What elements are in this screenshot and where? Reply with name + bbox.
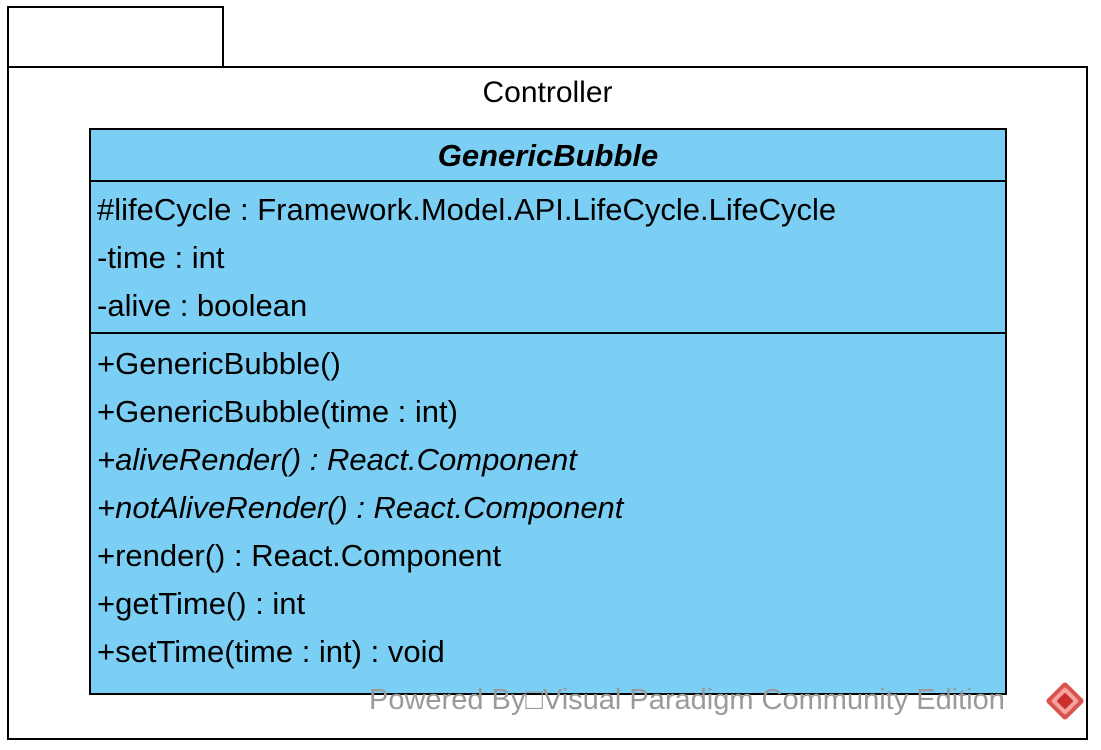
attribute-item[interactable]: -alive : boolean	[97, 288, 308, 323]
package-name: Controller	[482, 76, 613, 109]
watermark-text: Powered By□Visual Paradigm Community Edi…	[369, 684, 1005, 716]
operation-item[interactable]: +aliveRender() : React.Component	[97, 442, 577, 477]
operation-item[interactable]: +notAliveRender() : React.Component	[97, 490, 624, 525]
attribute-item[interactable]: #lifeCycle : Framework.Model.API.LifeCyc…	[97, 192, 837, 227]
visual-paradigm-logo-icon	[1046, 682, 1084, 720]
operation-item[interactable]: +render() : React.Component	[97, 538, 502, 573]
operation-item[interactable]: +setTime(time : int) : void	[97, 634, 445, 669]
operation-item[interactable]: +GenericBubble()	[97, 346, 341, 381]
operation-item[interactable]: +getTime() : int	[97, 586, 306, 621]
attributes-compartment: #lifeCycle : Framework.Model.API.LifeCyc…	[91, 182, 1005, 334]
operations-compartment: +GenericBubble() +GenericBubble(time : i…	[91, 334, 1005, 676]
operation-item[interactable]: +GenericBubble(time : int)	[97, 394, 458, 429]
package-tab[interactable]	[7, 6, 224, 68]
class-generic-bubble[interactable]: GenericBubble #lifeCycle : Framework.Mod…	[89, 128, 1007, 695]
attribute-item[interactable]: -time : int	[97, 240, 225, 275]
class-name: GenericBubble	[91, 130, 1005, 182]
